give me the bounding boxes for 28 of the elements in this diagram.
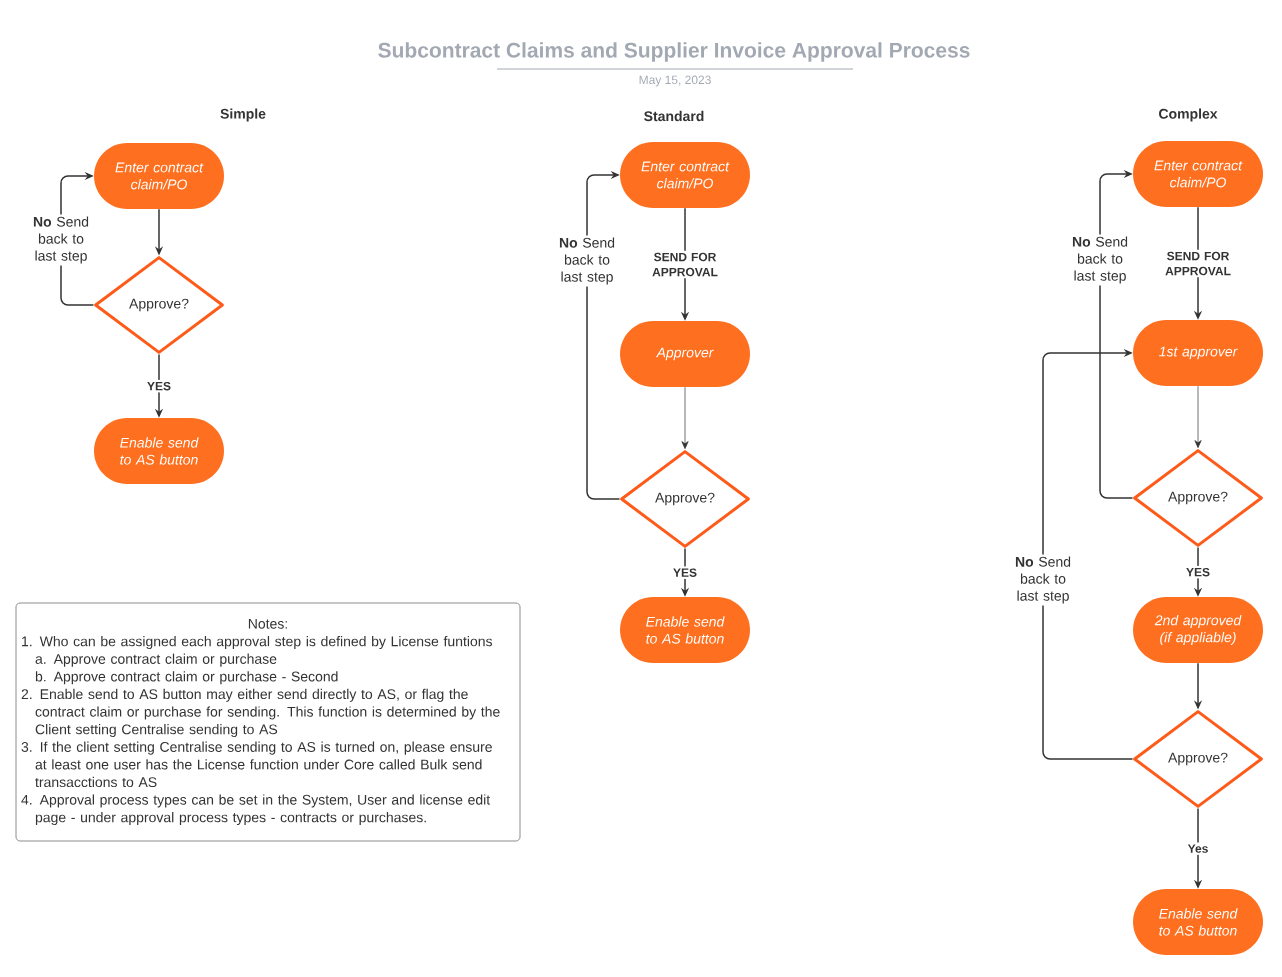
terminal-box: Enable send to AS button <box>620 597 750 663</box>
arrow <box>1194 385 1202 448</box>
edge-label: YES <box>1184 565 1212 579</box>
edge-label: YES <box>671 566 699 579</box>
title: Subcontract Claims and Supplier Invoice Approval Process <box>378 42 970 62</box>
edge-label: YES <box>145 379 173 393</box>
terminal-box: Enter contract claim/PO <box>1133 141 1263 207</box>
column-heading: Standard <box>644 110 704 122</box>
edge-label: No Send back to last step <box>1001 554 1085 606</box>
terminal-box: Enable send to AS button <box>1133 889 1263 955</box>
edge-label: SEND FOR APPROVAL <box>1157 249 1239 278</box>
terminal-box: Approver <box>620 321 750 387</box>
edge-label: No Send back to last step <box>19 214 103 266</box>
terminal-box: Enter contract claim/PO <box>620 142 750 208</box>
terminal-box: Enter contract claim/PO <box>94 143 224 209</box>
arrow <box>1042 348 1134 760</box>
edge-label: No Send back to last step <box>1058 234 1142 286</box>
edge-label: Yes <box>1185 842 1211 855</box>
column-heading: Complex <box>1159 108 1218 122</box>
arrow <box>681 386 689 449</box>
date-text: May 15, 2023 <box>639 75 711 87</box>
terminal-box: 2nd approved (if appliable) <box>1133 597 1263 663</box>
notes-box: Notes: 1. Who can be assigned each approval step is defined by License funtions a. Approve contract claim or purchase b. Approve contract claim or purchase - Second 2. Enable send to AS button may either send directly to AS, or flag the contract claim or purchase for sending. This function is determined by the Client setting Centralise sending to AS 3. If the client setting Centralise sending to AS is turned on, please ensure at least one user has the License function under Core called Bulk send transacctions to AS 4. Approval process types can be set in the System, User and license edit page - under approval process types - contracts or purchases. <box>15 602 521 842</box>
terminal-box: 1st approver <box>1133 320 1263 386</box>
edge-label: SEND FOR APPROVAL <box>644 250 726 279</box>
edge-label: No Send back to last step <box>545 235 629 287</box>
terminal-box: Enable send to AS button <box>94 418 224 484</box>
column-heading: Simple <box>220 108 266 122</box>
